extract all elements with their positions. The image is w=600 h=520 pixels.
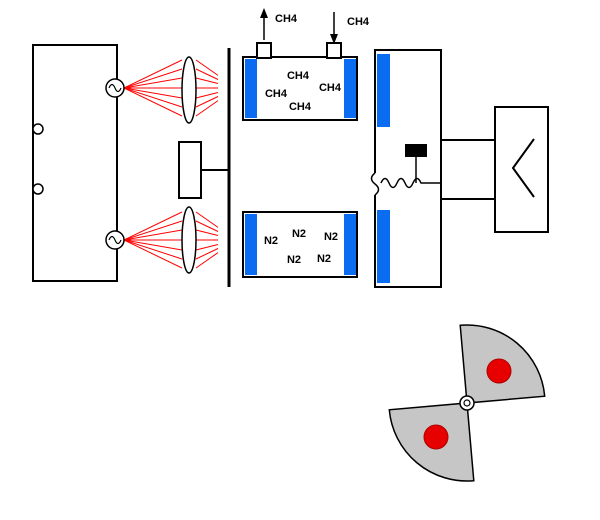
sample-cell-gas-label: CH4 — [287, 70, 310, 82]
lens-bottom — [181, 206, 197, 274]
filament-icon — [108, 83, 122, 93]
ir-source-top-icon — [105, 78, 125, 98]
reference-cell — [242, 211, 358, 278]
chopper-marker-bottom — [423, 424, 449, 450]
gas-inlet-tube — [326, 42, 342, 59]
gas-outlet-tube — [256, 42, 272, 59]
chopper-disc — [388, 324, 546, 482]
sample-cell-gas-label: CH4 — [289, 101, 312, 113]
chopper-motor-box — [178, 141, 202, 199]
meter-box — [494, 106, 549, 233]
capacitor-plate — [405, 144, 427, 157]
sample-cell — [242, 56, 358, 121]
resistor-squiggle-icon — [380, 177, 441, 189]
reference-cell-window-left — [245, 214, 257, 275]
filament-icon — [108, 235, 122, 245]
gas-inlet-label: CH4 — [347, 16, 370, 28]
ray-fan-bottom — [123, 211, 219, 269]
chopper-hub-center — [463, 399, 471, 407]
ray-fan-top — [123, 59, 219, 117]
reference-cell-window-right — [344, 214, 356, 275]
terminal-top — [32, 123, 44, 135]
sample-cell-window-left — [245, 59, 257, 118]
ir-source-bottom-icon — [105, 230, 125, 250]
meter-needle-icon — [511, 138, 535, 198]
gas-outlet-arrow — [260, 8, 268, 40]
sample-cell-gas-label: CH4 — [265, 88, 288, 100]
gas-inlet-arrow — [330, 12, 338, 44]
reference-cell-gas-label: N2 — [317, 253, 331, 265]
detector-membrane — [370, 172, 380, 196]
chopper-marker-top — [486, 358, 512, 384]
power-supply-box — [32, 44, 118, 282]
detector-window-bottom — [377, 210, 390, 283]
sample-cell-window-right — [344, 59, 356, 118]
reference-cell-gas-label: N2 — [264, 235, 278, 247]
reference-cell-gas-label: N2 — [292, 228, 306, 240]
sample-cell-gas-label: CH4 — [319, 82, 342, 94]
gas-outlet-label: CH4 — [275, 13, 298, 25]
terminal-bottom — [32, 183, 44, 195]
reference-cell-gas-label: N2 — [287, 254, 301, 266]
detector-window-top — [377, 54, 390, 127]
reference-cell-gas-label: N2 — [324, 231, 338, 243]
lens-top — [181, 56, 197, 124]
